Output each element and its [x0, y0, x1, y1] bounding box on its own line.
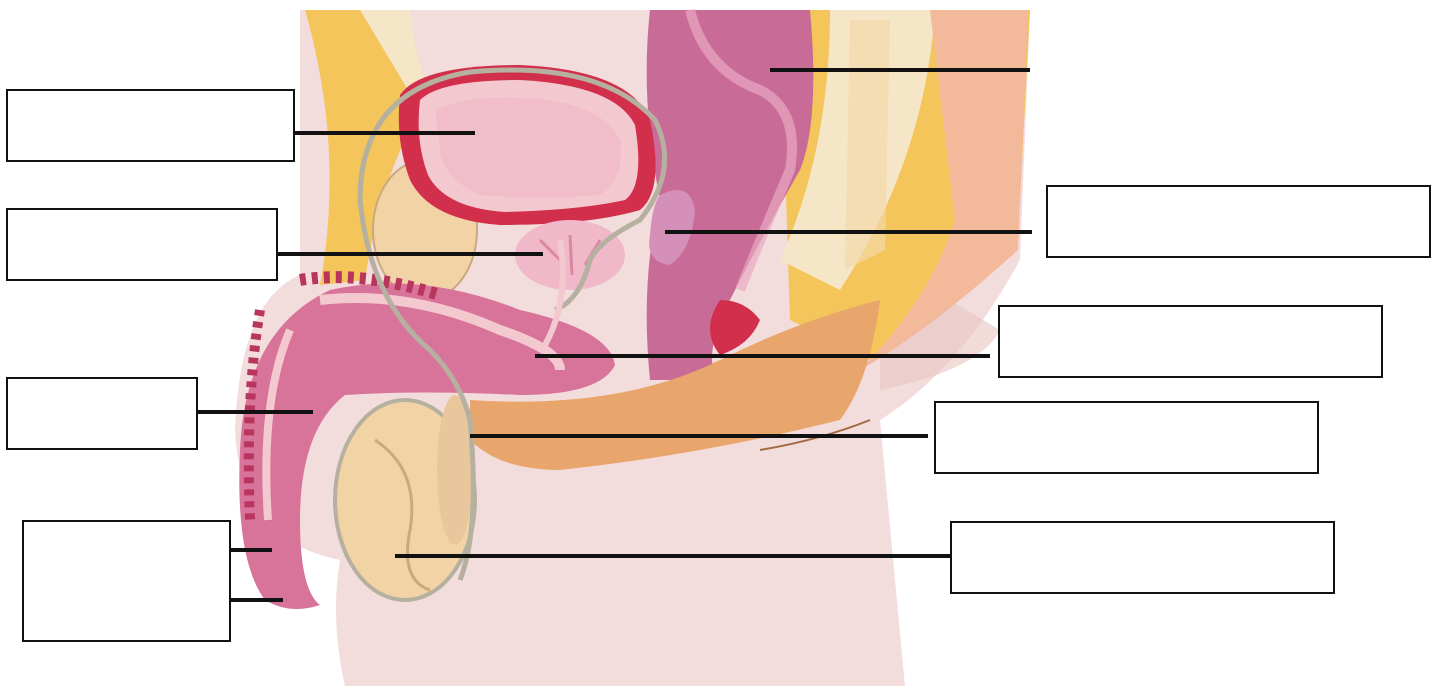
label-box-prostate[interactable]	[6, 208, 278, 281]
label-box-ejaculatory-duct[interactable]	[998, 305, 1383, 378]
label-box-glans[interactable]	[22, 520, 231, 642]
label-box-seminal-vesicle[interactable]	[1046, 185, 1431, 258]
label-box-bladder[interactable]	[6, 89, 295, 162]
label-box-urethra[interactable]	[6, 377, 198, 450]
label-box-testis[interactable]	[950, 521, 1335, 594]
label-box-vas-deferens[interactable]	[934, 401, 1319, 474]
spine-region	[780, 10, 1030, 370]
testis-shape	[335, 395, 475, 600]
